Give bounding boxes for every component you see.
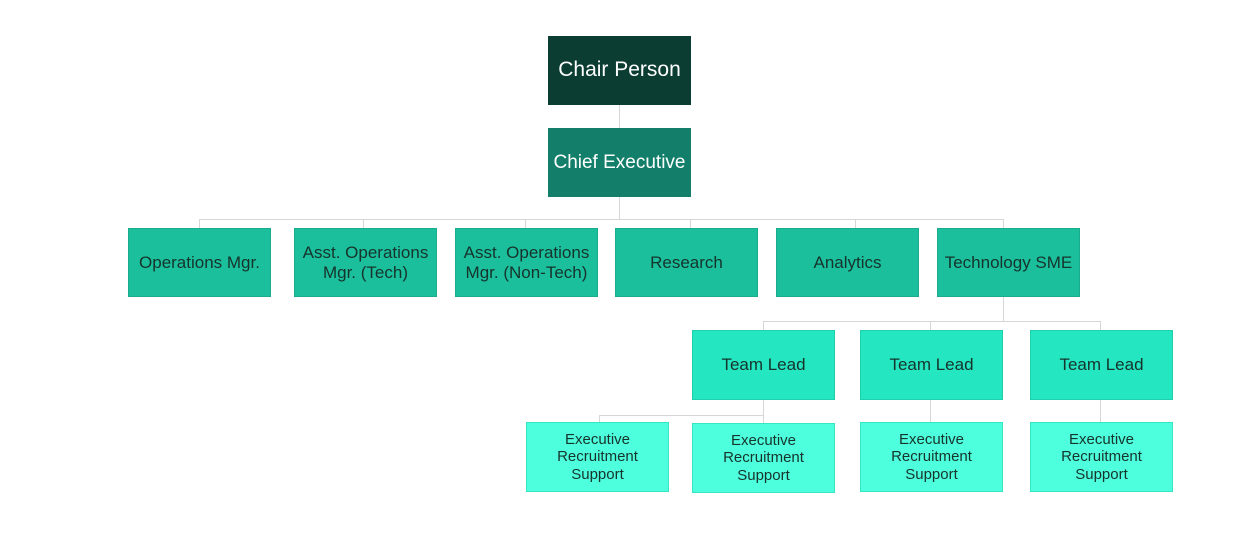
node-label: Team Lead [721,355,806,375]
node-label: Research [650,252,723,272]
connector-dept-3 [525,219,526,228]
connector-support-2 [763,415,764,423]
connector-teamlead-3 [1100,321,1101,330]
connector-teamlead-bus [763,321,1101,322]
connector-support-1 [599,415,600,422]
connector-sme-down [1003,297,1004,321]
connector-dept-4 [690,219,691,228]
connector-departments-bus [199,219,1004,220]
connector-tl2-support [930,400,931,422]
node-label: Technology SME [944,252,1073,272]
connector-ceo-down [619,197,620,219]
node-label: Operations Mgr. [139,252,260,272]
node-label: Chair Person [558,58,681,82]
connector-teamlead-1 [763,321,764,330]
connector-support-bus [599,415,764,416]
node-chief-executive[interactable]: Chief Executive [548,128,691,197]
node-analytics[interactable]: Analytics [776,228,919,297]
connector-tl1-down [763,400,764,415]
node-label: Chief Executive [553,151,686,173]
connector-dept-5 [855,219,856,228]
node-label: Team Lead [1059,355,1144,375]
node-team-lead-3[interactable]: Team Lead [1030,330,1173,400]
node-chair-person[interactable]: Chair Person [548,36,691,105]
connector-dept-6 [1003,219,1004,228]
node-team-lead-1[interactable]: Team Lead [692,330,835,400]
connector-chair-ceo [619,105,620,128]
node-label: Analytics [813,252,882,272]
node-label: Team Lead [889,355,974,375]
connector-dept-2 [363,219,364,228]
node-technology-sme[interactable]: Technology SME [937,228,1080,297]
connector-dept-1 [199,219,200,228]
node-operations-mgr[interactable]: Operations Mgr. [128,228,271,297]
node-team-lead-2[interactable]: Team Lead [860,330,1003,400]
connector-tl3-support [1100,400,1101,422]
node-research[interactable]: Research [615,228,758,297]
connector-teamlead-2 [930,321,931,330]
